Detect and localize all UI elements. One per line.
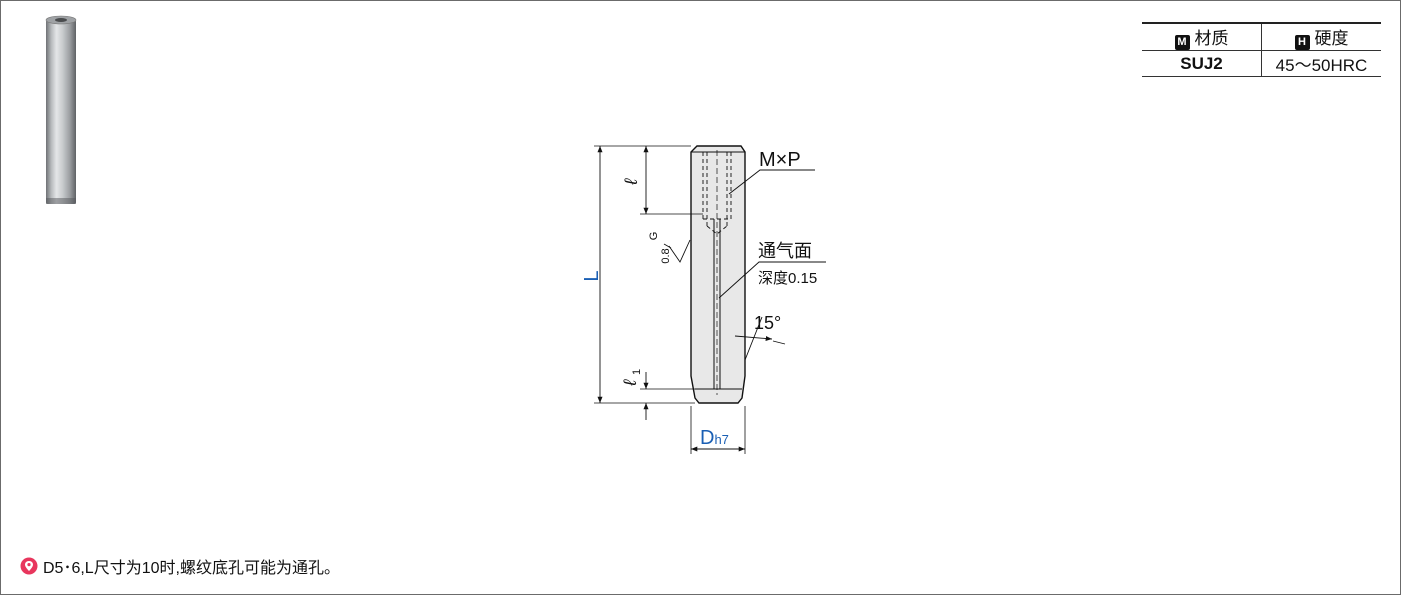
angle-label: 15° <box>754 313 781 333</box>
location-pin-icon <box>20 557 38 575</box>
hardness-header-label: 硬度 <box>1314 29 1349 48</box>
diameter-tolerance: h7 <box>714 432 728 447</box>
vent-label: 通气面 <box>758 241 812 261</box>
thread-label: M×P <box>759 149 801 171</box>
note: D5･6,L尺寸为10时,螺纹底孔可能为通孔。 <box>20 554 340 578</box>
diameter-letter: D <box>700 427 714 449</box>
angle-dimension <box>734 316 786 361</box>
thread-leader-line <box>728 169 815 195</box>
hardness-header: H 硬度 <box>1261 23 1381 51</box>
extension-lines <box>594 145 746 454</box>
material-header-label: 材质 <box>1194 29 1229 48</box>
diameter-label: Dh7 <box>700 427 729 449</box>
hardness-value: 45～50HRC <box>1261 50 1381 77</box>
chamfer-length-group: ℓ 1 <box>620 369 643 387</box>
surface-finish-value: 0.8 <box>660 248 672 263</box>
chamfer-length-label: ℓ <box>620 379 640 387</box>
spec-table-header-row: M 材质 H 硬度 <box>1142 23 1381 51</box>
vent-leader-line <box>718 261 826 299</box>
thread-length-label: ℓ <box>621 178 641 186</box>
note-text: D5･6,L尺寸为10时,螺纹底孔可能为通孔。 <box>43 560 340 577</box>
product-photo <box>45 15 77 204</box>
hardness-badge: H <box>1294 35 1310 50</box>
material-badge: M <box>1174 35 1190 50</box>
spec-table-row: SUJ2 45～50HRC <box>1142 50 1381 77</box>
thread-hidden-lines <box>702 152 732 235</box>
length-label: L <box>581 270 603 281</box>
material-value: SUJ2 <box>1180 53 1223 73</box>
surface-finish-grade: G <box>648 232 660 241</box>
spec-table: M 材质 H 硬度 SUJ2 45～50HRC <box>1142 22 1381 77</box>
vent-depth-label: 深度0.15 <box>758 270 817 287</box>
pin-outline <box>690 145 746 404</box>
chamfer-length-sub: 1 <box>631 369 643 375</box>
surface-finish-symbol <box>663 239 691 263</box>
material-header: M 材质 <box>1142 23 1262 51</box>
